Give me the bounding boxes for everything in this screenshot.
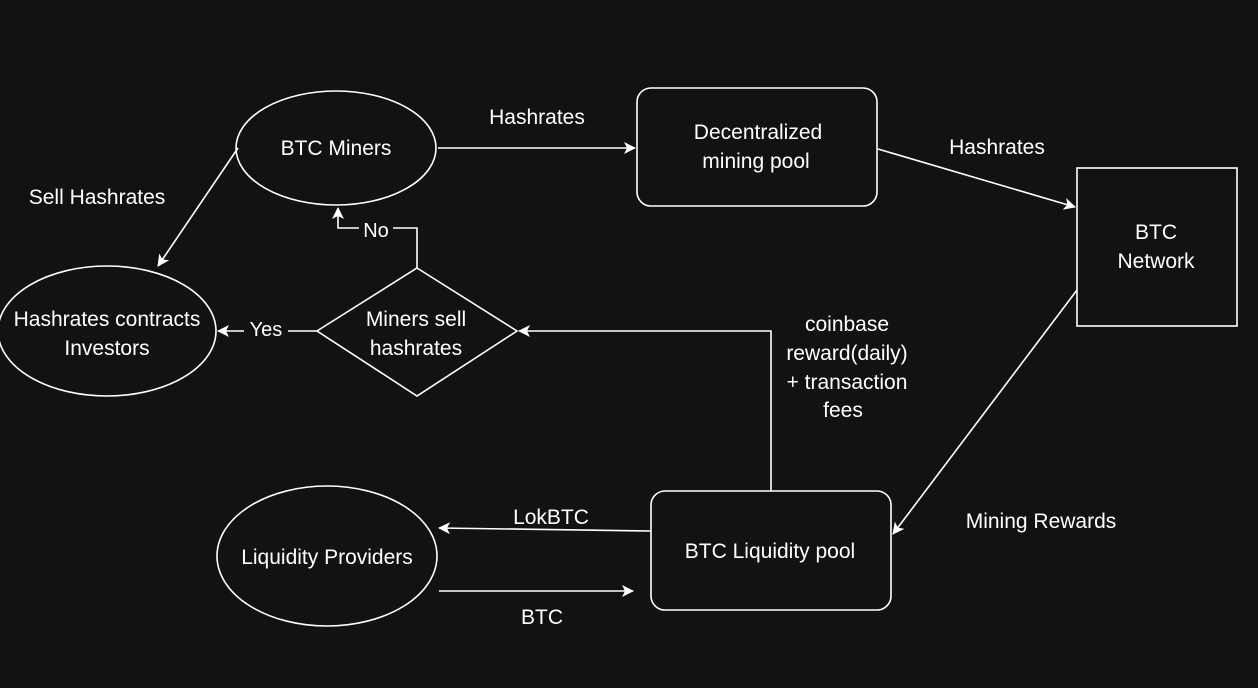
hashrate-investors-node [0,265,217,397]
miners-to-investors-edge [157,147,239,267]
sell-hashrates-label: Sell Hashrates [29,186,166,209]
reward-label-line-4: fees [823,399,863,422]
miners-to-pool-label: Hashrates [489,106,585,129]
lokbtc-label: LokBTC [513,506,589,529]
miners-sell-label-line-1: Miners sell [366,308,466,331]
network-to-liquidity-edge [892,289,1078,535]
btc-miners-node [235,90,437,206]
pool-to-network-edge [877,148,1076,210]
btc-network-node [1076,167,1238,327]
pool-to-network-label: Hashrates [949,136,1045,159]
btc-miners-label: BTC Miners [281,137,392,160]
mining-pool-label-line-1: Decentralized [694,121,822,144]
miners-sell-decision-node [315,267,519,397]
mining-pool-label-line-2: mining pool [702,150,809,173]
reward-label-line-2: reward(daily) [786,342,907,365]
lokbtc-edge [438,522,652,535]
hashrate-investors-label-line-2: Investors [64,337,149,360]
liquidity-providers-label: Liquidity Providers [241,546,413,569]
reward-label-line-1: coinbase [805,313,889,336]
reward-label-line-3: + transaction [787,371,908,394]
liquidity-pool-label: BTC Liquidity pool [685,540,855,563]
no-label: No [363,220,389,242]
btc-network-label-line-2: Network [1117,250,1195,273]
btc-network-label-line-1: BTC [1135,221,1177,244]
btc-label: BTC [521,606,563,629]
yes-label: Yes [250,319,283,341]
mining-rewards-label: Mining Rewards [966,510,1117,533]
pool-to-decision-edge [518,325,772,491]
hashrate-investors-label-line-1: Hashrates contracts [14,308,201,331]
miners-sell-label-line-2: hashrates [370,337,462,360]
liquidity-providers-node [216,485,438,627]
mining-pool-node [636,87,878,207]
